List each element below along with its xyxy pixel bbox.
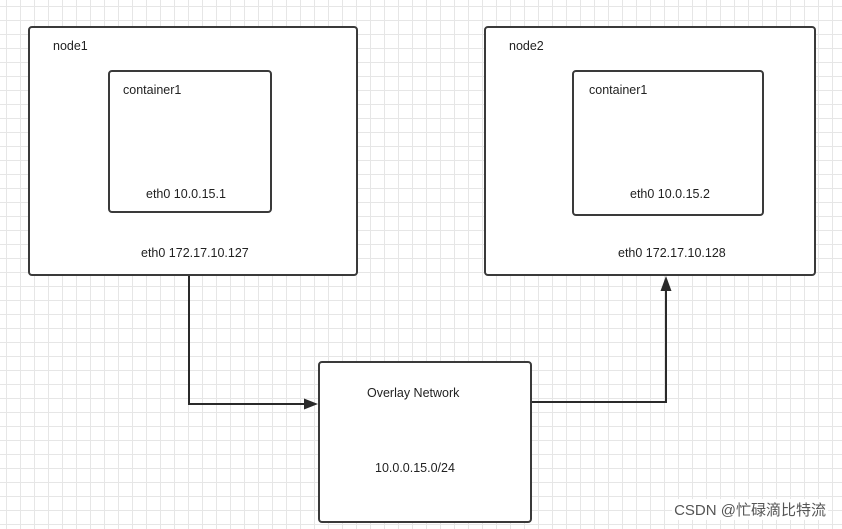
overlay-network-cidr: 10.0.0.15.0/24 [375, 461, 455, 475]
watermark: CSDN @忙碌滴比特流 [672, 499, 828, 520]
overlay-arrowhead-icon [304, 398, 318, 410]
node1-container-eth-label: eth0 10.0.15.1 [146, 187, 226, 201]
node2-arrowhead-icon [660, 276, 672, 291]
overlay-to-node2-connector [532, 290, 667, 403]
node2-eth-label: eth0 172.17.10.128 [618, 246, 726, 260]
node1-container-box [108, 70, 272, 213]
node2-container-eth-label: eth0 10.0.15.2 [630, 187, 710, 201]
node1-title: node1 [53, 39, 88, 53]
node2-container-title: container1 [589, 83, 648, 97]
node1-to-overlay-connector [188, 276, 306, 405]
overlay-network-box [318, 361, 532, 523]
overlay-network-title: Overlay Network [367, 386, 460, 400]
node1-container-title: container1 [123, 83, 182, 97]
node2-container-box [572, 70, 764, 216]
node1-eth-label: eth0 172.17.10.127 [141, 246, 249, 260]
node2-title: node2 [509, 39, 544, 53]
